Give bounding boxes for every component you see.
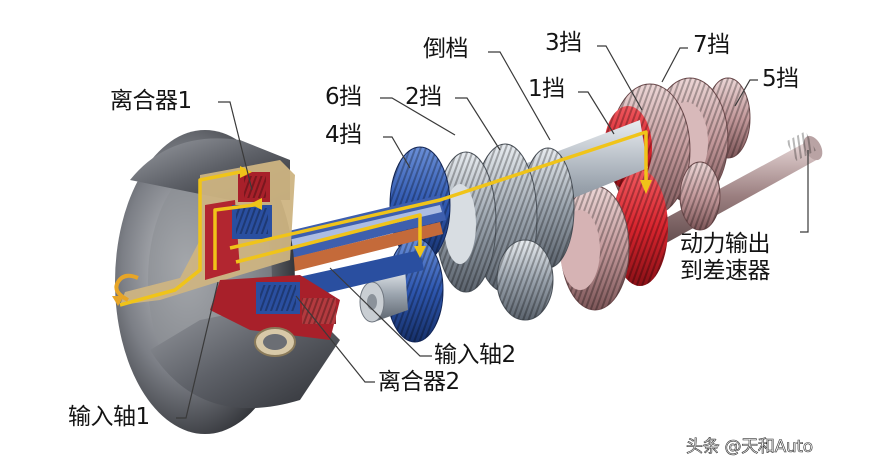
- label-gear-5: 5挡: [762, 66, 799, 92]
- label-gear-3: 3挡: [545, 30, 582, 56]
- label-power-output-line2: 到差速器: [680, 258, 771, 284]
- rotation-arrow-icon: [114, 273, 139, 302]
- rotation-arrowhead-icon: [112, 296, 124, 306]
- label-gear-6: 6挡: [325, 84, 362, 110]
- label-power-output-line1: 动力输出: [680, 231, 771, 257]
- clutch-housing: [115, 130, 340, 434]
- watermark: 头条 @天和Auto: [686, 437, 814, 458]
- label-reverse: 倒档: [423, 36, 469, 62]
- label-gear-7: 7挡: [693, 32, 730, 58]
- label-clutch-2: 离合器2: [378, 369, 460, 395]
- label-gear-4: 4挡: [325, 122, 362, 148]
- power-flow-arrows: [240, 166, 652, 258]
- label-power-output: 动力输出 到差速器: [680, 231, 771, 285]
- leader-lines: [176, 45, 809, 419]
- label-input-shaft-2: 输入轴2: [434, 342, 516, 368]
- label-gear-1: 1挡: [528, 76, 565, 102]
- label-gear-2: 2挡: [405, 84, 442, 110]
- label-clutch-1: 离合器1: [110, 88, 192, 114]
- power-flow-path: [119, 130, 648, 307]
- gear-cluster-middle: [435, 143, 575, 321]
- label-input-shaft-1: 输入轴1: [68, 404, 150, 430]
